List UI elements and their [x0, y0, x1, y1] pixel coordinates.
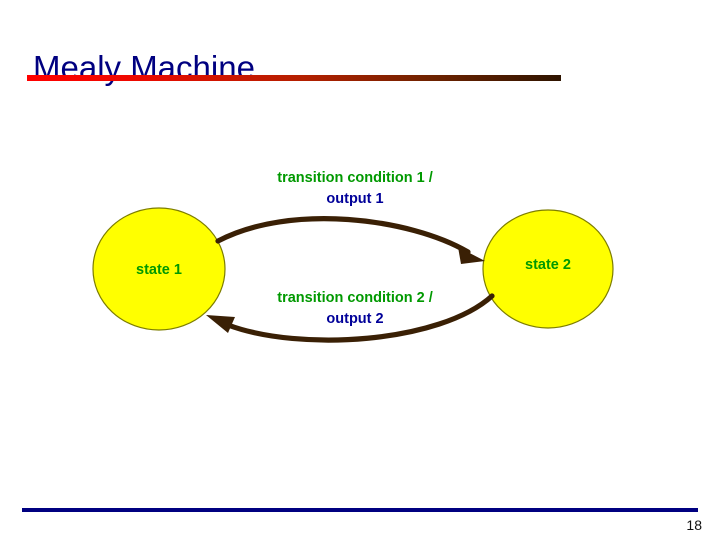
transition-condition-2: transition condition 2 /	[277, 290, 433, 306]
state-node-state1[interactable]	[92, 207, 226, 331]
transition-label-2: transition condition 2 / output 2	[205, 288, 505, 330]
transition-arrowhead-1	[458, 247, 485, 264]
transition-output-2: output 2	[326, 311, 384, 327]
slide-number: 18	[686, 517, 702, 533]
transition-arrow-1[interactable]	[215, 216, 471, 255]
state-node-label-state2: state 2	[525, 257, 571, 273]
transition-arrowhead-2	[206, 315, 235, 333]
state-node-label-state1: state 1	[136, 262, 182, 278]
transition-arrow-2[interactable]	[225, 293, 495, 343]
transition-output-1: output 1	[326, 191, 384, 207]
title-divider	[27, 75, 561, 81]
footer-divider	[22, 508, 698, 512]
transition-condition-1: transition condition 1 /	[277, 170, 433, 186]
transition-label-1: transition condition 1 / output 1	[205, 168, 505, 210]
state-node-state2[interactable]	[482, 209, 614, 329]
